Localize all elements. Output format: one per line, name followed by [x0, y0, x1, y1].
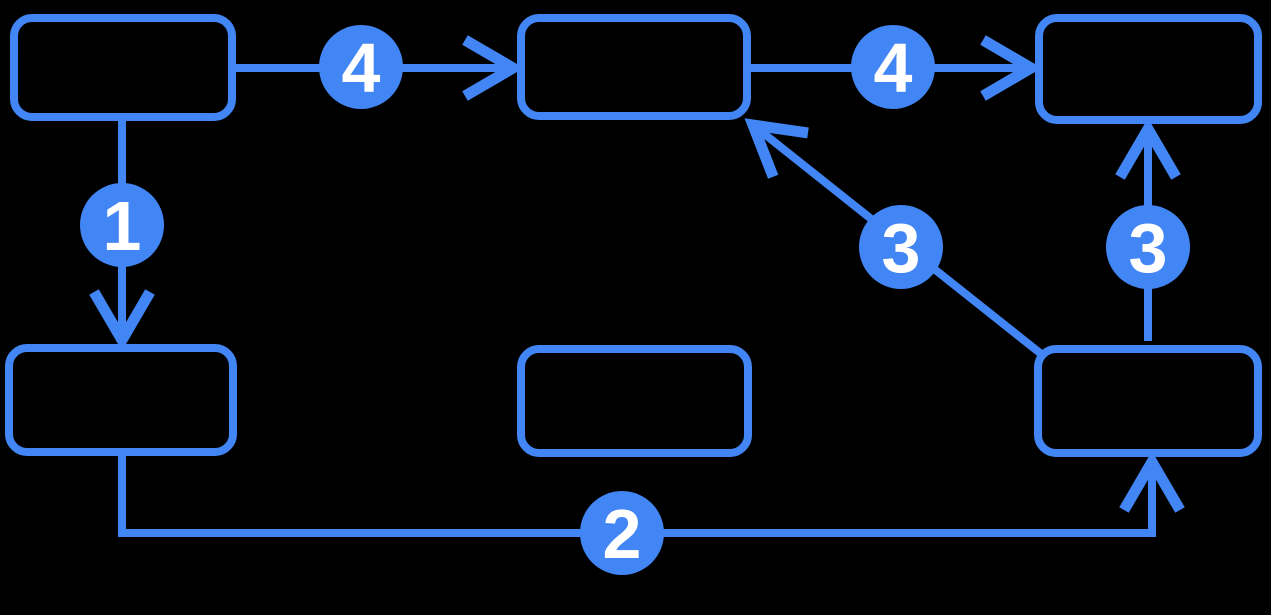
badge-circle-3-diagonal — [859, 205, 943, 289]
badge-label-3-diagonal: 3 — [882, 209, 921, 287]
node-bottom-middle — [517, 345, 752, 457]
badge-label-3-vertical: 3 — [1129, 209, 1168, 287]
step-badge-3-vertical: 3 — [1106, 205, 1190, 289]
badge-circle-4-first — [319, 25, 403, 109]
node-top-right — [1035, 14, 1262, 124]
node-bottom-left — [5, 344, 237, 456]
step-badge-2: 2 — [580, 491, 664, 575]
badge-label-2: 2 — [603, 495, 642, 573]
badge-label-4-first: 4 — [342, 29, 381, 107]
step-badge-4-first: 4 — [319, 25, 403, 109]
step-badge-1: 1 — [80, 183, 164, 267]
badge-circle-2 — [580, 491, 664, 575]
badge-circle-1 — [80, 183, 164, 267]
node-top-middle — [517, 14, 751, 120]
badge-label-1: 1 — [103, 187, 142, 265]
node-top-left — [10, 14, 236, 121]
step-badge-3-diagonal: 3 — [859, 205, 943, 289]
badge-circle-3-vertical — [1106, 205, 1190, 289]
step-badge-4-second: 4 — [851, 25, 935, 109]
node-bottom-right — [1034, 345, 1262, 457]
badge-circle-4-second — [851, 25, 935, 109]
badge-label-4-second: 4 — [874, 29, 913, 107]
